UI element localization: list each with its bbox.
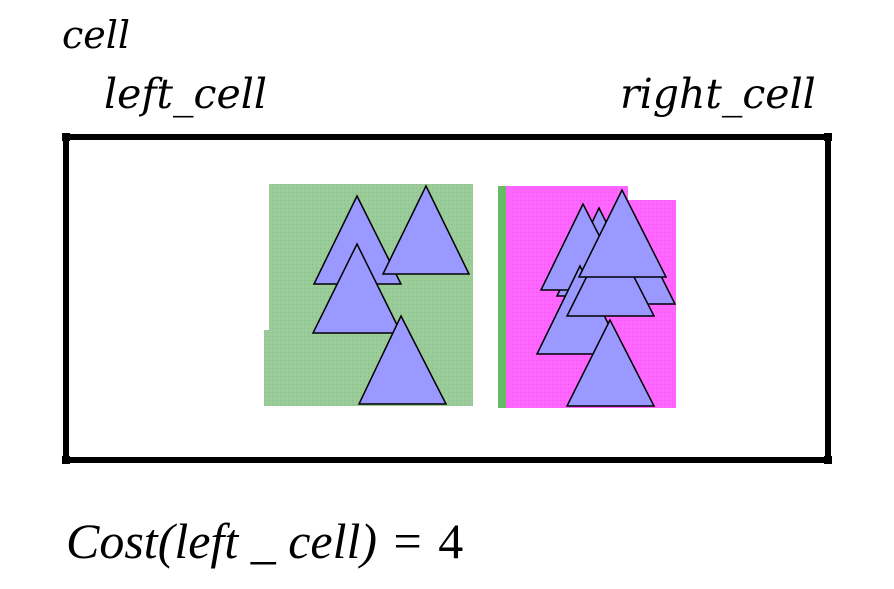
cost-equals: = — [393, 513, 422, 569]
right-cell-label: right_cell — [620, 70, 816, 118]
triangle-left-4 — [357, 314, 448, 405]
cost-value: 4 — [438, 513, 464, 569]
triangle-right-6 — [577, 188, 668, 278]
triangle-left-3 — [311, 242, 403, 334]
cost-formula: Cost(left _ cell) = 4 — [66, 516, 463, 566]
frame-corner-bl — [62, 456, 70, 464]
triangle-right-7 — [565, 318, 656, 407]
frame-corner-br — [824, 456, 832, 464]
triangle-left-2 — [381, 184, 471, 275]
cell-label: cell — [62, 13, 131, 57]
cost-function: Cost(left _ cell) — [66, 513, 378, 569]
left-cell-label: left_cell — [104, 70, 267, 118]
right-cell-triangles — [535, 188, 677, 407]
left-cell-triangles — [311, 184, 471, 405]
cell-frame — [63, 134, 831, 463]
frame-corner-tl — [62, 133, 70, 141]
frame-corner-tr — [824, 133, 832, 141]
